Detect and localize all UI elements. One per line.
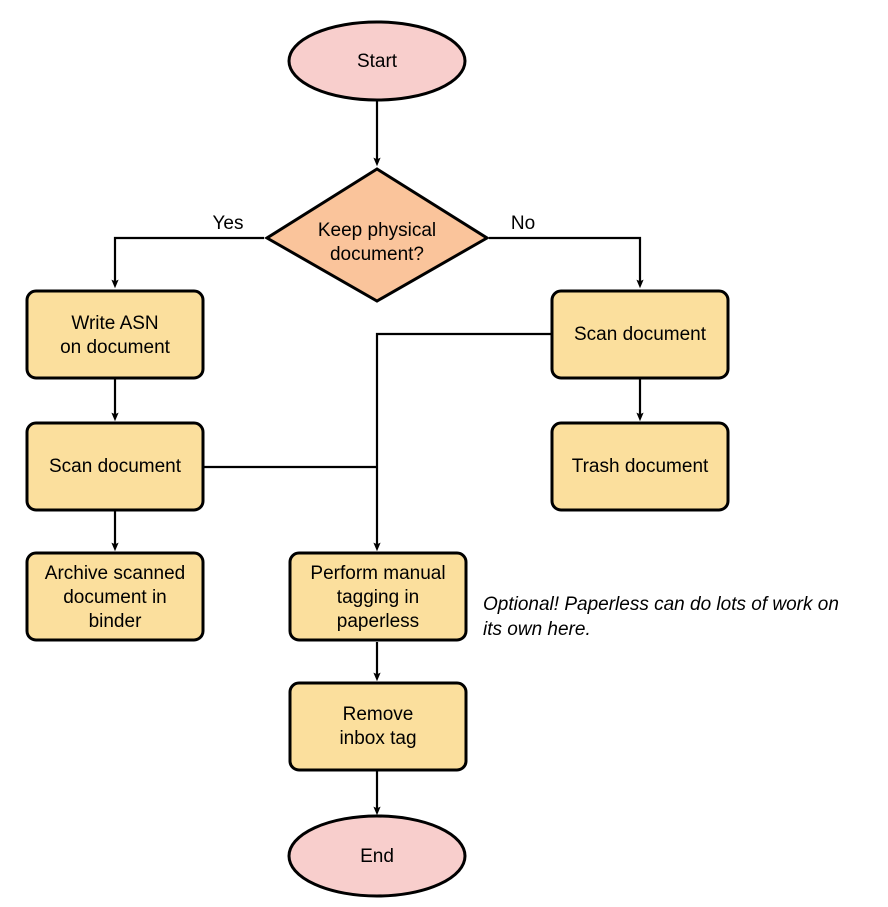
- tagging-box: [288, 551, 468, 642]
- scan-right-box: [550, 289, 730, 380]
- write-asn-box: [25, 289, 205, 380]
- scan-left-label: Scan document: [49, 456, 182, 477]
- tagging-label-line3: paperless: [337, 611, 419, 632]
- annotation-line2: its own here.: [483, 619, 591, 640]
- node-trash-document[interactable]: Trash document: [550, 421, 730, 512]
- write-asn-label-line2: on document: [60, 337, 171, 358]
- trash-label: Trash document: [572, 456, 709, 477]
- start-label: Start: [357, 51, 398, 72]
- edge-label-no: No: [511, 213, 535, 234]
- scan-right-label: Scan document: [574, 324, 707, 345]
- edge-decision-yes-to-write-asn: [111, 236, 264, 289]
- tagging-label-line1: Perform manual: [310, 563, 445, 584]
- node-write-asn[interactable]: Write ASN on document: [25, 289, 205, 380]
- archive-label-line1: Archive scanned: [45, 563, 185, 584]
- remove-inbox-box: [288, 681, 468, 772]
- node-archive-scanned-document[interactable]: Archive scanned document in binder: [25, 551, 205, 642]
- node-scan-document-right[interactable]: Scan document: [550, 289, 730, 380]
- edges-layer: [111, 101, 644, 816]
- write-asn-label-line1: Write ASN: [71, 313, 158, 334]
- decision-label-line2: document?: [330, 244, 424, 265]
- decision-label-line1: Keep physical: [318, 220, 436, 241]
- edge-scan-right-to-tagging: [373, 332, 551, 552]
- decision-diamond: [264, 167, 490, 303]
- trash-box: [550, 421, 730, 512]
- node-end[interactable]: End: [287, 814, 467, 898]
- node-decision-keep-physical-document[interactable]: Keep physical document?: [264, 167, 490, 303]
- node-remove-inbox-tag[interactable]: Remove inbox tag: [288, 681, 468, 772]
- remove-inbox-label-line1: Remove: [343, 704, 414, 725]
- annotation-line1: Optional! Paperless can do lots of work …: [483, 594, 839, 615]
- edge-label-yes: Yes: [213, 213, 244, 234]
- edge-decision-no-to-scan-right: [489, 236, 644, 289]
- tagging-label-line2: tagging in: [337, 587, 419, 608]
- annotation-optional-note: Optional! Paperless can do lots of work …: [483, 594, 839, 640]
- archive-box: [25, 551, 205, 642]
- node-scan-document-left[interactable]: Scan document: [25, 421, 205, 512]
- edge-labels-layer: Yes No: [213, 213, 536, 234]
- end-label: End: [360, 846, 394, 867]
- end-ellipse: [287, 814, 467, 898]
- archive-label-line2: document in: [63, 587, 167, 608]
- start-ellipse: [287, 20, 467, 102]
- archive-label-line3: binder: [89, 611, 142, 632]
- remove-inbox-label-line2: inbox tag: [339, 728, 416, 749]
- node-perform-manual-tagging[interactable]: Perform manual tagging in paperless: [288, 551, 468, 642]
- scan-left-box: [25, 421, 205, 512]
- node-start[interactable]: Start: [287, 20, 467, 102]
